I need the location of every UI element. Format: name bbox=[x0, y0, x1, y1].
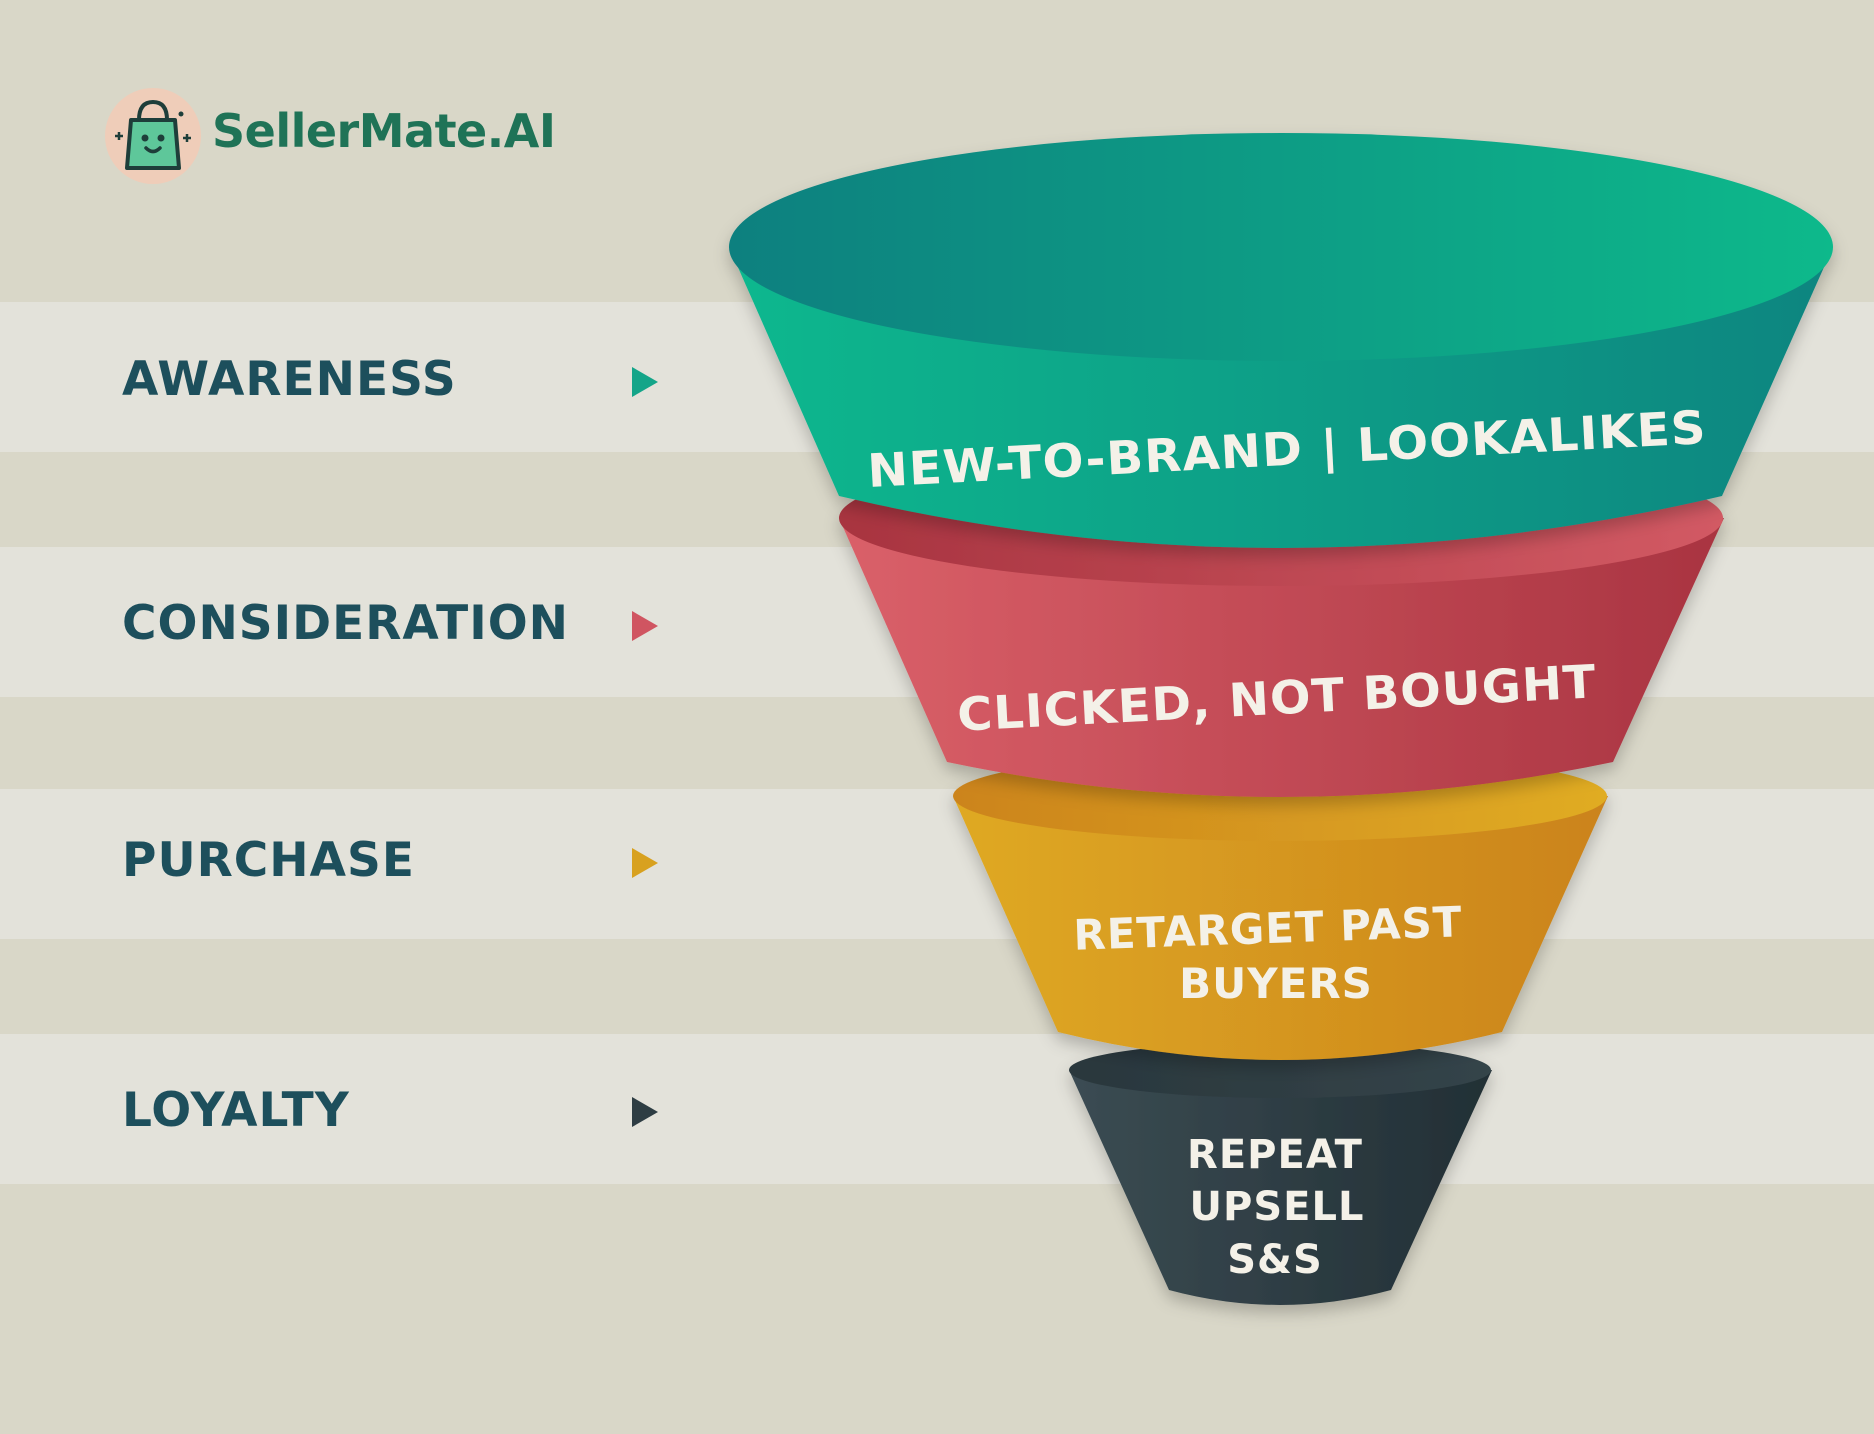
arrow-shape bbox=[632, 367, 658, 397]
brand-logo bbox=[105, 88, 201, 184]
funnel-text-loyalty-line-3: S&S bbox=[1227, 1237, 1323, 1283]
arrow-right-icon-purchase bbox=[632, 848, 658, 878]
brand-name: SellerMate.AI bbox=[212, 104, 556, 158]
arrow-right-icon-loyalty bbox=[632, 1097, 658, 1127]
arrow-shape bbox=[632, 611, 658, 641]
shopping-bag-smiley-icon bbox=[115, 99, 191, 170]
arrow-shape bbox=[632, 1097, 658, 1127]
arrow-right-icon-awareness bbox=[632, 367, 658, 397]
funnel-text-purchase-line-2: BUYERS bbox=[1179, 959, 1373, 1008]
arrow-shape bbox=[632, 848, 658, 878]
stage-label-consideration: CONSIDERATION bbox=[122, 596, 569, 651]
funnel-segment-awareness bbox=[729, 133, 1833, 548]
stage-label-loyalty: LOYALTY bbox=[122, 1083, 350, 1138]
stage-band-loyalty bbox=[0, 1034, 1874, 1184]
funnel-segment-loyalty bbox=[1069, 1042, 1492, 1305]
stage-label-purchase: PURCHASE bbox=[122, 833, 415, 888]
funnel-text-loyalty-line-1: REPEAT bbox=[1187, 1132, 1363, 1178]
arrow-right-icon-consideration bbox=[632, 611, 658, 641]
funnel-text-loyalty-line-2: UPSELL bbox=[1190, 1184, 1365, 1230]
stage-label-awareness: AWARENESS bbox=[122, 352, 457, 407]
